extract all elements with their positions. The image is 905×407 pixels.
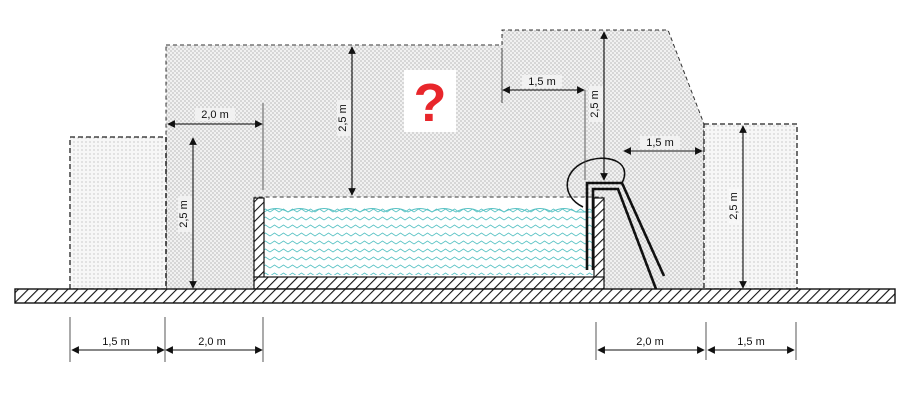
water-slide (566, 157, 666, 290)
slide-clearance-arc (566, 157, 626, 208)
label-bottom-right-inner: 2,0 m (636, 336, 664, 348)
label-right-zone-height: 2,5 m (728, 192, 740, 220)
question-mark-block: ? (404, 70, 456, 133)
label-top-gap: 1,5 m (528, 76, 556, 88)
label-right-outer-width: 1,5 m (646, 137, 674, 149)
pool (253, 197, 605, 290)
pool-water (264, 207, 594, 275)
ground (14, 288, 896, 304)
label-top-height: 2,5 m (337, 104, 349, 132)
dimension-labels: 2,5 m 1,5 m 2,0 m 2,5 m 2,5 m 1,5 m 2,5 … (102, 75, 765, 348)
pool-floor (253, 276, 605, 290)
label-bottom-right-outer: 1,5 m (737, 336, 765, 348)
label-bottom-left-inner: 2,0 m (198, 336, 226, 348)
slide-outer-rail (585, 181, 666, 277)
label-left-height: 2,5 m (178, 200, 190, 228)
extension-lines (69, 48, 797, 362)
question-mark: ? (414, 73, 447, 133)
left-outer-zone (69, 136, 167, 290)
label-left-zone-width: 2,0 m (201, 109, 229, 121)
label-bottom-left-outer: 1,5 m (102, 336, 130, 348)
slide-inner-rail (591, 187, 658, 290)
dimension-lines (71, 31, 795, 354)
right-outer-zone (703, 123, 798, 290)
pool-wall-right (593, 197, 605, 279)
water-surface (263, 208, 594, 213)
label-right-height: 2,5 m (589, 90, 601, 118)
pool-wall-left (253, 197, 265, 279)
safety-zones (69, 29, 798, 290)
